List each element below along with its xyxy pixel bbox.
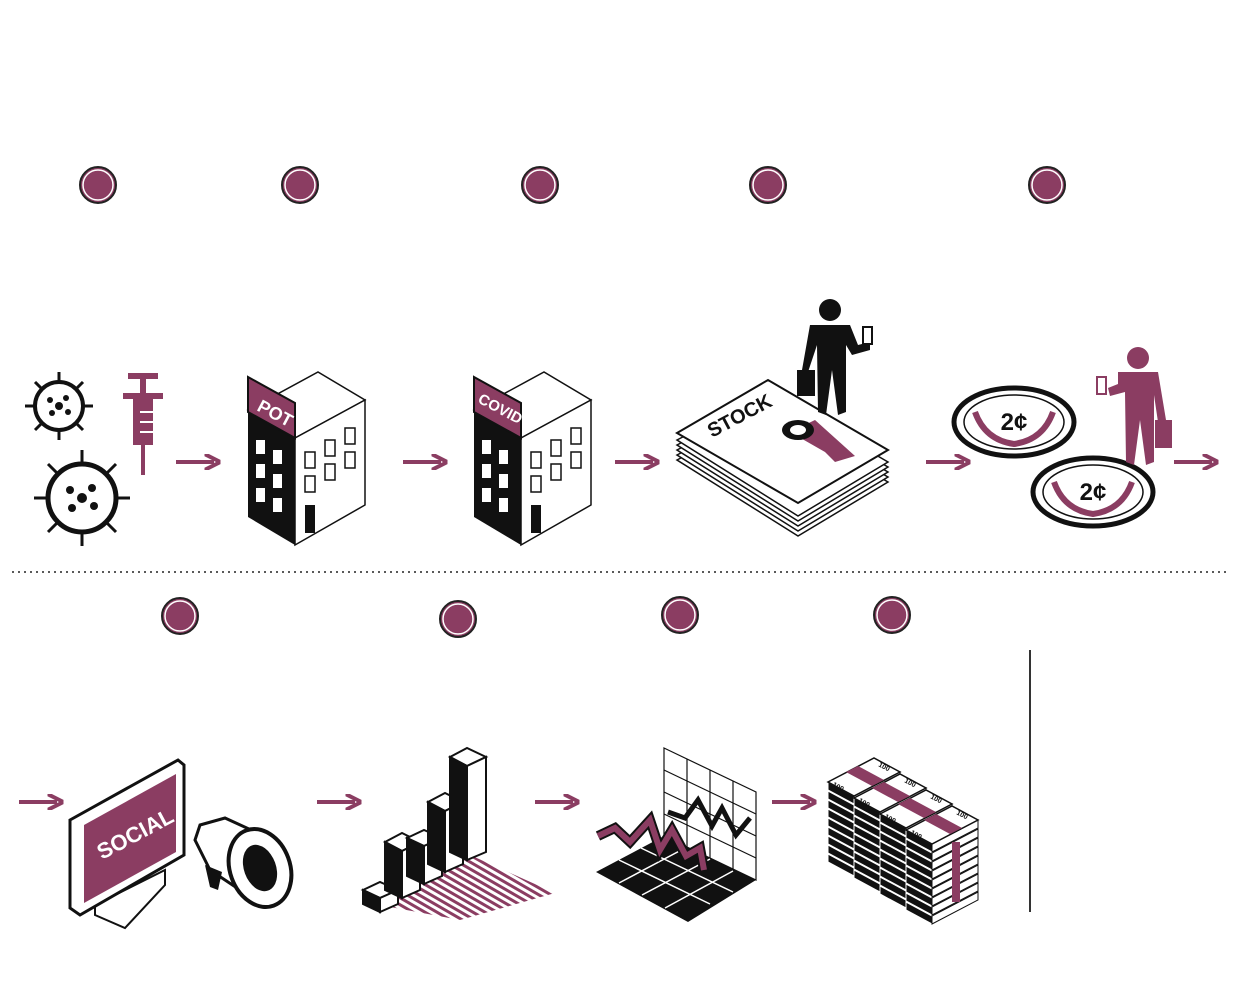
cash-stack: 100 100	[904, 805, 980, 925]
step-marker	[749, 166, 787, 204]
businessman-icon	[1096, 347, 1172, 465]
falling-price-chart	[595, 747, 757, 922]
social-media-monitor: SOCIAL	[68, 758, 186, 930]
cash-stacks-icon: 100 100 100 100 100 100 100 100	[826, 757, 980, 925]
virus-icon	[25, 372, 130, 546]
bill-label: 100	[857, 798, 871, 810]
businessman-icon	[797, 299, 873, 415]
step-marker	[873, 596, 911, 634]
bill-label: 100	[883, 814, 897, 826]
bill-label: 100	[903, 778, 917, 790]
pot-company-building: POT	[246, 371, 367, 547]
penny-coin: 2¢	[951, 385, 1077, 459]
pot-sign	[247, 375, 296, 440]
coin-label: 2¢	[1001, 409, 1028, 436]
penny-coin: 2¢	[1030, 455, 1156, 529]
rising-bar-chart	[360, 746, 555, 920]
bill-label: 100	[831, 782, 845, 794]
step-marker	[161, 597, 199, 635]
step-marker	[439, 600, 477, 638]
step-marker	[281, 166, 319, 204]
megaphone-icon	[193, 816, 294, 909]
step-markers-row1	[79, 166, 1066, 204]
syringe-icon	[123, 373, 163, 475]
step-marker	[661, 596, 699, 634]
stock-certificate: STOCK	[675, 378, 890, 537]
bill-label: 100	[955, 810, 969, 822]
coin-label: 2¢	[1080, 479, 1107, 506]
bill-label: 100	[909, 830, 923, 842]
bill-label: 100	[929, 794, 943, 806]
step-marker	[79, 166, 117, 204]
bill-label: 100	[877, 762, 891, 774]
step-marker	[1028, 166, 1066, 204]
step-marker	[521, 166, 559, 204]
covid-sign	[473, 375, 522, 440]
step-markers-row2	[161, 596, 911, 638]
covid-company-building: COVID	[472, 371, 593, 547]
money-band	[952, 842, 960, 902]
